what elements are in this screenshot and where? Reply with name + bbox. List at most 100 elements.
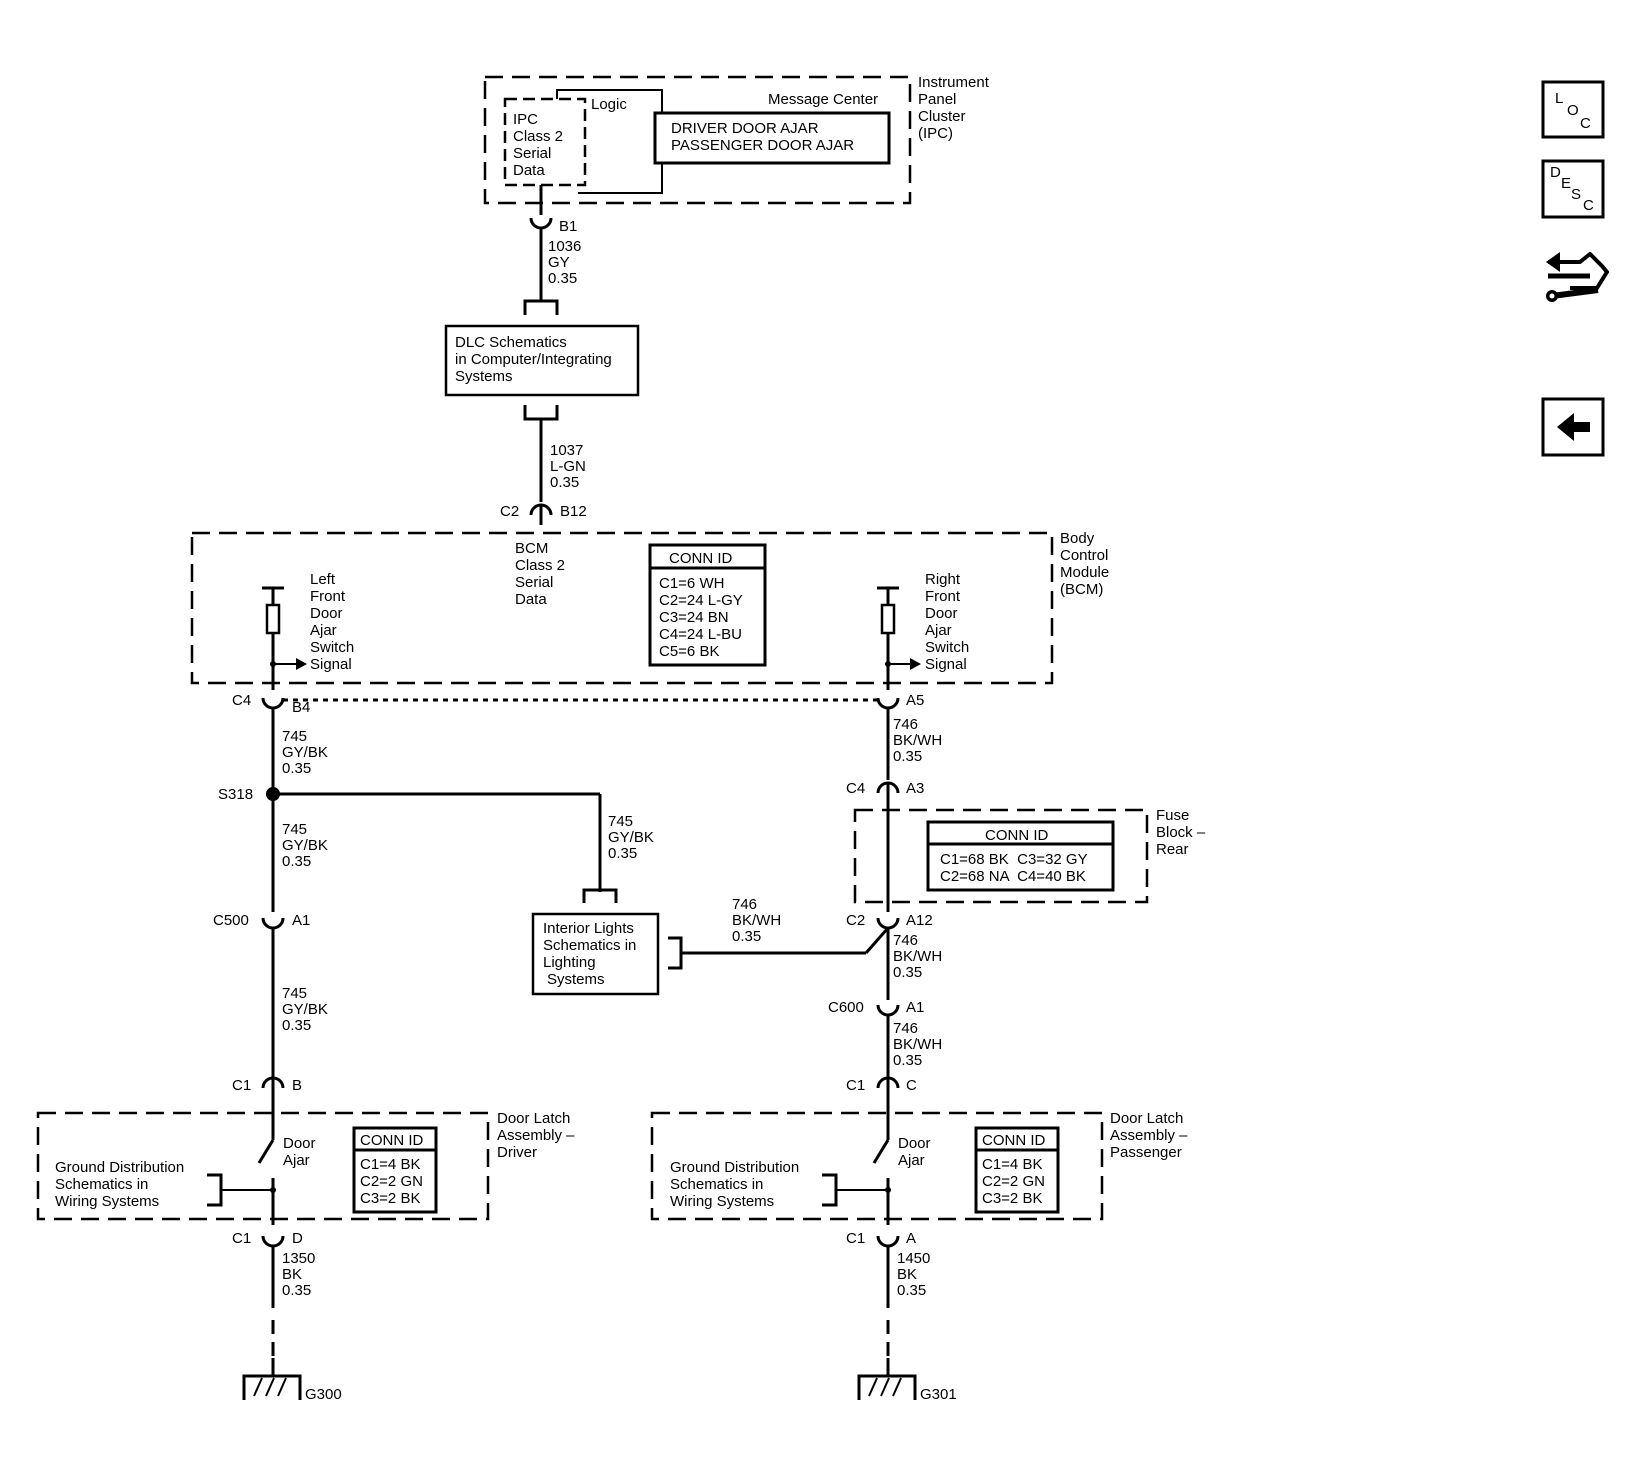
diagram-label: (BCM) (1060, 581, 1103, 598)
diagram-label: C1=68 BK C3=32 GY (940, 851, 1088, 868)
diagram-label: 0.35 (550, 474, 579, 491)
door-latch-passenger: Door Latch Assembly – Passenger Door Aja… (650, 1110, 1188, 1225)
diagram-label: in Computer/Integrating (455, 351, 612, 368)
interior-lights-reference: Interior Lights Schematics in Lighting S… (531, 912, 660, 996)
diagram-label: C4 (846, 780, 865, 797)
diagram-label: Schematics in (55, 1176, 148, 1193)
diagram-label: Module (1060, 564, 1109, 581)
diagram-label: Schematics in (670, 1176, 763, 1193)
diagram-label: E (1561, 175, 1571, 192)
diagram-label: S (1571, 186, 1581, 203)
diagram-label: A3 (906, 780, 924, 797)
desc-button[interactable]: D E S C (1541, 159, 1605, 219)
diagram-label: 746 (893, 716, 918, 733)
body-control-module: Body Control Module (BCM) BCM Class 2 Se… (190, 530, 1109, 690)
diagram-label: Door (925, 605, 958, 622)
logic-label: Logic (591, 96, 627, 113)
diagram-label: D (292, 1230, 303, 1247)
diagram-label: BK (282, 1266, 302, 1283)
diagram-label: Interior Lights (543, 920, 634, 937)
diagram-label: Door (310, 605, 343, 622)
diagram-label: Switch (310, 639, 354, 656)
diagram-label: BK/WH (893, 948, 942, 965)
diagram-label: Control (1060, 547, 1108, 564)
dlc-schematics-reference: DLC Schematics in Computer/Integrating S… (444, 324, 640, 397)
diagram-label: Ground Distribution (55, 1159, 184, 1176)
diagram-label: GY (548, 254, 570, 271)
diagram-label: GY/BK (282, 744, 328, 761)
diagram-label: Systems (455, 368, 513, 385)
diagram-label: Cluster (918, 108, 966, 125)
diagram-label: BK/WH (893, 732, 942, 749)
diagram-label: (IPC) (918, 125, 953, 142)
diagram-label: GY/BK (608, 829, 654, 846)
instrument-panel-cluster: Instrument Panel Cluster (IPC) Logic IPC… (483, 74, 990, 205)
diagram-label: Lighting (543, 954, 596, 971)
diagram-label: A12 (906, 912, 933, 929)
diagram-label: C2=24 L-GY (659, 592, 743, 609)
diagram-label: Class 2 (513, 128, 563, 145)
diagram-label: 0.35 (893, 964, 922, 981)
diagram-label: A1 (906, 999, 924, 1016)
diagram-label: C3=2 BK (360, 1190, 420, 1207)
msg-driver-door-ajar: DRIVER DOOR AJAR (671, 120, 819, 137)
diagram-label: Panel (918, 91, 956, 108)
msg-passenger-door-ajar: PASSENGER DOOR AJAR (671, 137, 854, 154)
diagram-label: Class 2 (515, 557, 565, 574)
diagram-label: A1 (292, 912, 310, 929)
diagram-label: C3=2 BK (982, 1190, 1042, 1207)
diagram-label: C1 (846, 1077, 865, 1094)
diagram-label: 0.35 (608, 845, 637, 862)
diagram-label: G300 (305, 1386, 342, 1403)
driver-conn-id-table: CONN ID C1=4 BK C2=2 GN C3=2 BK (352, 1126, 438, 1214)
diagram-label: 746 (893, 1020, 918, 1037)
diagram-label: 1037 (550, 442, 583, 459)
diagram-label: BK (897, 1266, 917, 1283)
diagram-label: 745 (282, 985, 307, 1002)
diagram-label: C1=4 BK (360, 1156, 420, 1173)
diagram-label: Signal (925, 656, 967, 673)
door-latch-driver: Door Latch Assembly – Driver Door Ajar G… (36, 1110, 575, 1225)
loc-button[interactable]: L O C (1541, 80, 1605, 139)
diagram-label: 0.35 (282, 1017, 311, 1034)
fuse-conn-id-table: CONN ID C1=68 BK C3=32 GY C2=68 NA C4=40… (926, 820, 1115, 892)
diagram-label: Driver (497, 1144, 537, 1161)
diagram-label: O (1567, 102, 1579, 119)
diagram-label: 745 (282, 728, 307, 745)
diagram-label: Serial (515, 574, 553, 591)
diagram-label: Body (1060, 530, 1095, 547)
diagram-label: C500 (213, 912, 249, 929)
diagram-label: Wiring Systems (55, 1193, 159, 1210)
diagram-label: C1 (846, 1230, 865, 1247)
ground-g301-icon (857, 1358, 917, 1400)
diagram-label: 745 (608, 813, 633, 830)
back-arrow-icon[interactable] (1541, 397, 1605, 457)
diagram-label: C1 (232, 1077, 251, 1094)
diagram-label: A5 (906, 692, 924, 709)
diagram-label: Serial (513, 145, 551, 162)
diagram-label: C1=4 BK (982, 1156, 1042, 1173)
diagram-label: C2=2 GN (360, 1173, 423, 1190)
diagram-label: A (906, 1230, 916, 1247)
diagram-label: C (1583, 197, 1594, 214)
bcm-conn-id-table: CONN ID C1=6 WH C2=24 L-GY C3=24 BN C4=2… (648, 543, 767, 667)
diagram-label: L-GN (550, 458, 586, 475)
diagram-label: Door Latch (497, 1110, 570, 1127)
passenger-conn-id-table: CONN ID C1=4 BK C2=2 GN C3=2 BK (974, 1126, 1060, 1214)
diagram-label: 1350 (282, 1250, 315, 1267)
diagram-label: 1036 (548, 238, 581, 255)
diagram-label: Signal (310, 656, 352, 673)
diagram-label: GY/BK (282, 1001, 328, 1018)
diagram-label: 0.35 (893, 1052, 922, 1069)
diagram-label: Schematics in (543, 937, 636, 954)
diagram-label: Ajar (925, 622, 952, 639)
diagram-label: 0.35 (282, 760, 311, 777)
diagram-label: CONN ID (985, 827, 1049, 844)
diagram-label: B4 (292, 699, 310, 716)
diagram-label: CONN ID (982, 1132, 1046, 1149)
diagram-label: L (1555, 90, 1563, 107)
pointing-hand-wrench-icon[interactable] (1546, 252, 1609, 302)
diagram-label: Ground Distribution (670, 1159, 799, 1176)
diagram-label: DLC Schematics (455, 334, 567, 351)
